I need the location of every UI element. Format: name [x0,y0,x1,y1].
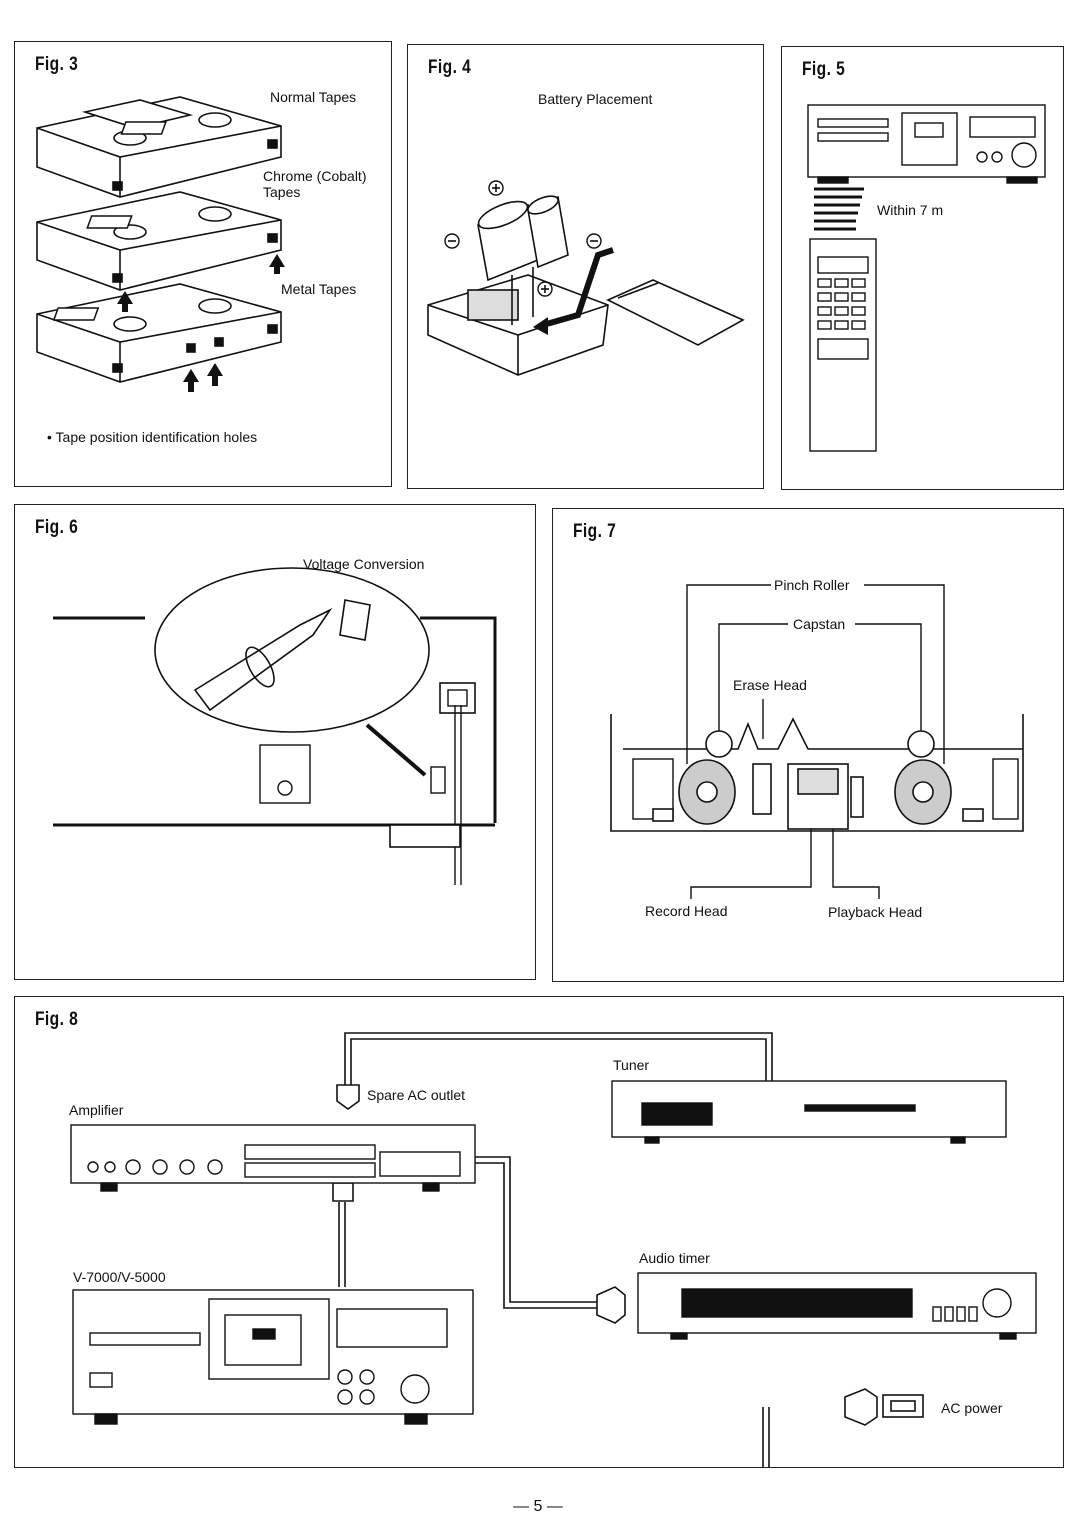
capstan-label: Capstan [793,616,846,632]
playback-head-label: Playback Head [828,904,923,920]
fig5-title: Fig. 5 [802,59,846,80]
fig8-title: Fig. 8 [35,1009,79,1030]
voltage-conversion-illustration [53,567,497,885]
fig3-panel: Fig. 3 [14,41,392,487]
normal-tapes-label: Normal Tapes [270,89,357,105]
record-head-label: Record Head [645,903,728,919]
page-number: — 5 — [513,1498,563,1515]
identification-holes-note: • Tape position identification holes [47,429,258,445]
chrome-tapes-label-1: Chrome (Cobalt) [263,168,367,184]
fig7-panel: Fig. 7 [552,508,1064,982]
fig4-panel: Fig. 4 Battery Placement [407,44,764,489]
fig6-panel: Fig. 6 Voltage Conversion [14,504,536,980]
cassette-stack-illustration [36,96,285,392]
voltage-conversion-caption: Voltage Conversion [303,556,425,572]
audio-timer-label: Audio timer [639,1250,710,1266]
fig3-title: Fig. 3 [35,54,79,75]
fig4-title: Fig. 4 [428,57,472,78]
tuner-label: Tuner [613,1057,650,1073]
tape-path-illustration [610,584,1024,899]
pinch-roller-label: Pinch Roller [774,577,850,593]
ac-power-label: AC power [941,1400,1003,1416]
deck-model-label: V-7000/V-5000 [73,1269,166,1285]
battery-placement-caption: Battery Placement [538,91,653,107]
amplifier-label: Amplifier [69,1102,124,1118]
fig8-panel: Fig. 8 [14,996,1064,1468]
fig5-panel: Fig. 5 [781,46,1064,490]
erase-head-label: Erase Head [733,677,807,693]
system-connection-illustration [70,1032,1037,1467]
fig7-title: Fig. 7 [573,521,617,542]
metal-tapes-label: Metal Tapes [281,281,357,297]
spare-ac-outlet-label: Spare AC outlet [367,1087,466,1103]
within-7m-label: Within 7 m [877,202,944,218]
chrome-tapes-label-2: Tapes [263,184,301,200]
battery-placement-illustration [427,180,745,376]
fig6-title: Fig. 6 [35,517,79,538]
remote-range-illustration [807,104,1046,452]
